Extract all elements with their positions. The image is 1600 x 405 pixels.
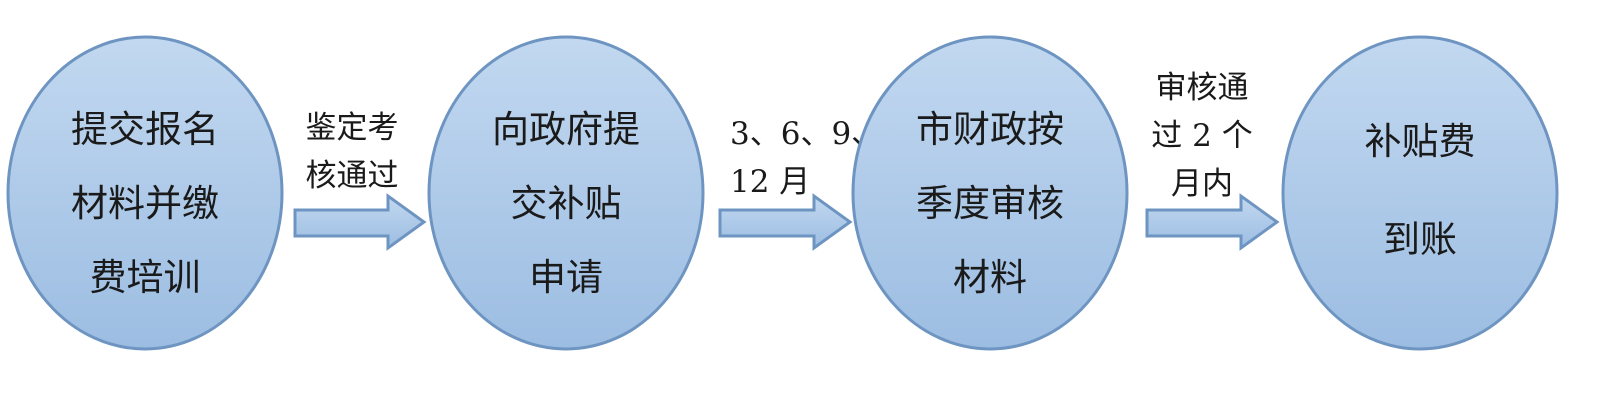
edge-label-line: 核通过 <box>306 158 399 194</box>
arrow-icon <box>1145 193 1280 251</box>
node-step-2: 向政府提 交补贴 申请 <box>427 35 705 351</box>
edge-step-1-to-step-2: 鉴定考 核通过 <box>293 110 427 251</box>
node-label-line: 交补贴 <box>511 182 622 225</box>
arrow-icon <box>718 193 853 251</box>
node-step-4: 补贴费 到账 <box>1281 35 1559 351</box>
edge-label-line: 3、6、9、 <box>730 116 882 152</box>
node-label-line: 提交报名 <box>71 108 219 151</box>
node-label-line: 市财政按 <box>916 108 1064 151</box>
node-label-line: 申请 <box>529 256 603 299</box>
edge-label-line: 月内 <box>1171 166 1233 202</box>
node-label-line: 材料 <box>953 256 1027 299</box>
node-step-3: 市财政按 季度审核 材料 <box>851 35 1129 351</box>
edge-label-line: 12 月 <box>730 164 810 200</box>
node-label-line: 材料并缴 <box>71 182 219 225</box>
node-label-line: 到账 <box>1383 218 1457 261</box>
edge-label-line: 鉴定考 <box>306 110 399 146</box>
node-label-line: 季度审核 <box>916 182 1064 225</box>
node-ellipse <box>1281 35 1559 351</box>
node-step-1: 提交报名 材料并缴 费培训 <box>6 35 284 351</box>
node-ellipse <box>427 35 705 351</box>
node-label-line: 补贴费 <box>1365 120 1476 163</box>
node-label-line: 费培训 <box>90 256 201 299</box>
node-label-line: 向政府提 <box>492 108 640 151</box>
edge-label-line: 过 2 个 <box>1151 118 1252 154</box>
edge-step-2-to-step-3: 3、6、9、 12 月 <box>718 116 882 251</box>
node-ellipse <box>851 35 1129 351</box>
node-ellipse <box>6 35 284 351</box>
edge-step-3-to-step-4: 审核通 过 2 个 月内 <box>1145 70 1280 251</box>
edge-label-line: 审核通 <box>1156 70 1249 106</box>
arrow-icon <box>293 193 427 251</box>
